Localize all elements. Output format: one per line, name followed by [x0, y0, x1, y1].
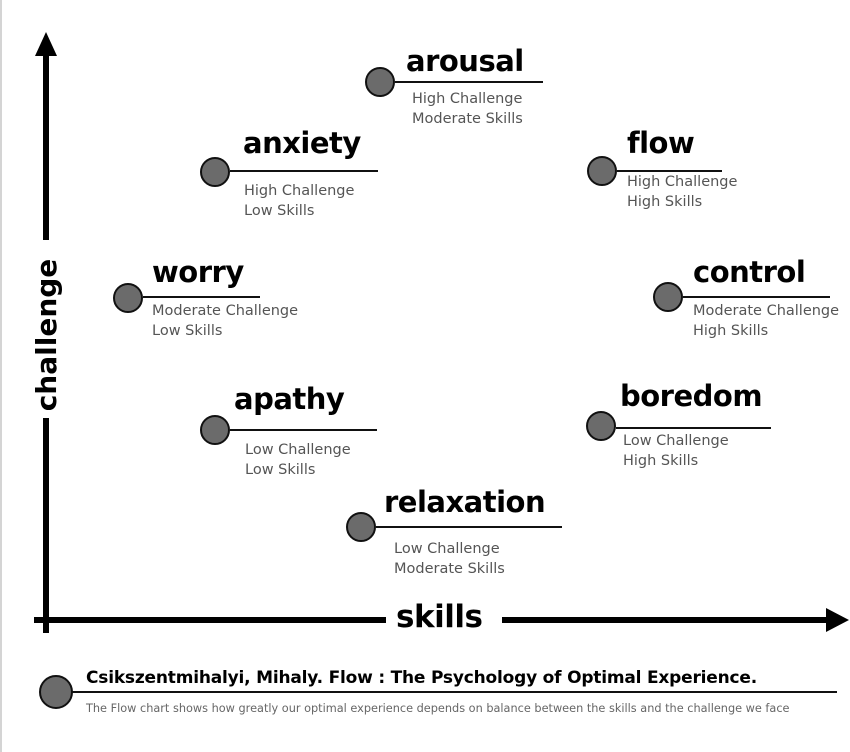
- state-underline: [683, 296, 830, 298]
- state-skills-level: Moderate Skills: [412, 111, 523, 127]
- state-description: High Challenge High Skills: [627, 172, 737, 212]
- x-axis-label: skills: [386, 602, 493, 633]
- state-underline: [395, 81, 543, 83]
- state-title: relaxation: [384, 485, 546, 519]
- footer-underline: [72, 691, 837, 693]
- state-skills-level: Low Skills: [245, 462, 316, 478]
- state-challenge-level: Low Challenge: [394, 541, 500, 557]
- footer-citation: Csikszentmihalyi, Mihaly. Flow : The Psy…: [86, 668, 757, 688]
- state-skills-level: Low Skills: [152, 323, 223, 339]
- state-skills-level: High Skills: [623, 453, 699, 469]
- state-description: High Challenge Moderate Skills: [412, 89, 523, 129]
- state-skills-level: Moderate Skills: [394, 561, 505, 577]
- state-challenge-level: Moderate Challenge: [152, 303, 299, 319]
- state-underline: [376, 526, 562, 528]
- state-challenge-level: High Challenge: [244, 183, 355, 199]
- state-challenge-level: Low Challenge: [245, 442, 351, 458]
- state-description: Moderate Challenge Low Skills: [152, 301, 298, 341]
- state-underline: [616, 427, 771, 429]
- state-title: worry: [152, 255, 244, 289]
- state-description: Low Challenge High Skills: [623, 431, 729, 471]
- footer-marker-icon: [39, 675, 73, 709]
- state-marker-icon: [200, 157, 230, 187]
- state-challenge-level: High Challenge: [627, 174, 738, 190]
- state-underline: [230, 429, 377, 431]
- state-skills-level: Low Skills: [244, 203, 315, 219]
- state-underline: [230, 170, 378, 172]
- state-marker-icon: [113, 283, 143, 313]
- state-marker-icon: [586, 411, 616, 441]
- footer-caption: The Flow chart shows how greatly our opt…: [86, 702, 790, 715]
- state-challenge-level: Moderate Challenge: [693, 303, 840, 319]
- state-marker-icon: [653, 282, 683, 312]
- state-skills-level: High Skills: [627, 194, 703, 210]
- state-skills-level: High Skills: [693, 323, 769, 339]
- state-challenge-level: Low Challenge: [623, 433, 729, 449]
- x-axis-arrowhead: [826, 608, 849, 632]
- state-marker-icon: [200, 415, 230, 445]
- state-title: anxiety: [243, 126, 361, 160]
- state-title: control: [693, 255, 806, 289]
- state-title: apathy: [234, 382, 345, 416]
- state-description: Moderate Challenge High Skills: [693, 301, 839, 341]
- state-marker-icon: [346, 512, 376, 542]
- state-underline: [617, 170, 722, 172]
- y-axis-label: challenge: [30, 255, 64, 415]
- state-description: High Challenge Low Skills: [244, 181, 354, 221]
- state-marker-icon: [365, 67, 395, 97]
- state-description: Low Challenge Low Skills: [245, 440, 351, 480]
- image-left-border: [0, 0, 2, 752]
- state-challenge-level: High Challenge: [412, 91, 523, 107]
- state-underline: [143, 296, 260, 298]
- state-title: boredom: [620, 379, 763, 413]
- state-title: arousal: [406, 44, 524, 78]
- state-marker-icon: [587, 156, 617, 186]
- y-axis-arrowhead: [35, 32, 57, 56]
- state-title: flow: [627, 126, 695, 160]
- state-description: Low Challenge Moderate Skills: [394, 539, 505, 579]
